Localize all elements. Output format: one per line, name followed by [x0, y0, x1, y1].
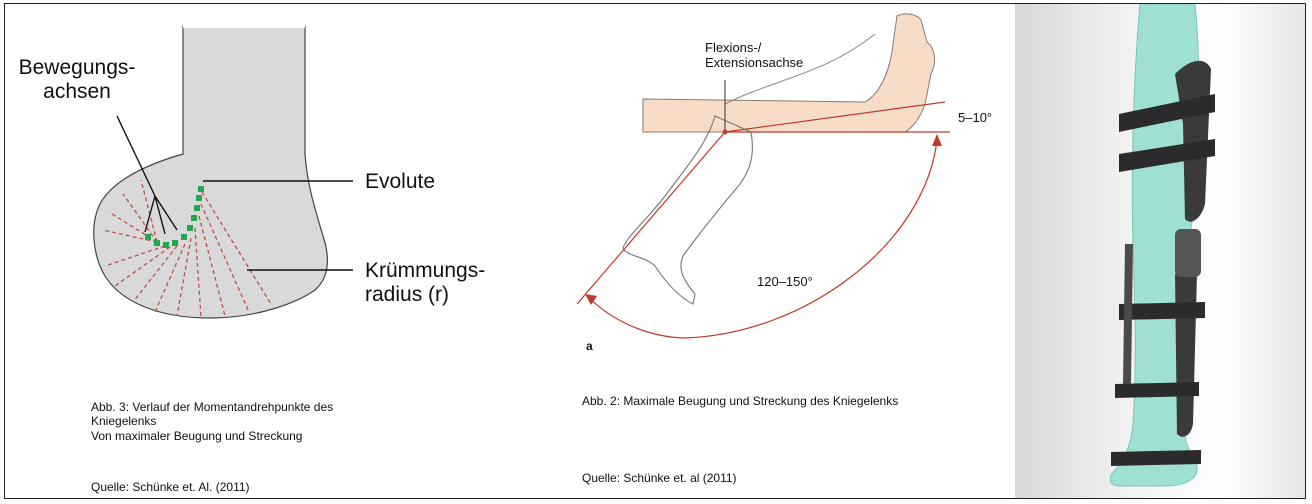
left-caption-3: Von maximaler Beugung und Streckung: [91, 429, 302, 443]
knee-orthosis-render: [1015, 4, 1305, 500]
brace-shin-shell: [1175, 274, 1197, 437]
flexed-leg: [623, 116, 752, 304]
knee-flexion-diagram: [565, 4, 1015, 500]
label-movement-axes: Bewegungs- achsen: [17, 56, 137, 104]
left-figure-panel: Bewegungs- achsen Evolute Krümmungs- rad…: [5, 4, 565, 498]
middle-caption: Abb. 2: Maximale Beugung und Streckung d…: [582, 394, 898, 408]
label-angle-small: 5–10°: [958, 110, 992, 125]
left-source: Quelle: Schünke et. Al. (2011): [91, 480, 250, 494]
angle-lines: [577, 102, 950, 338]
label-evolute: Evolute: [365, 170, 435, 194]
label-flexion-axis: Flexions-/ Extensionsachse: [705, 40, 803, 70]
extended-leg: [643, 14, 934, 132]
middle-figure-panel: Flexions-/ Extensionsachse 5–10° 120–150…: [565, 4, 1015, 498]
label-angle-large: 120–150°: [757, 274, 813, 289]
figure-frame: Bewegungs- achsen Evolute Krümmungs- rad…: [4, 3, 1306, 499]
middle-source: Quelle: Schünke et. al (2011): [582, 471, 737, 485]
panel-letter: a: [586, 339, 593, 353]
left-caption-1: Abb. 3: Verlauf der Momentandrehpunkte d…: [91, 400, 333, 414]
left-caption-2: Kniegelenks: [91, 414, 156, 428]
brace-hinge: [1175, 229, 1201, 277]
right-figure-panel: [1015, 4, 1305, 498]
label-curvature-radius: Krümmungs- radius (r): [365, 259, 485, 307]
